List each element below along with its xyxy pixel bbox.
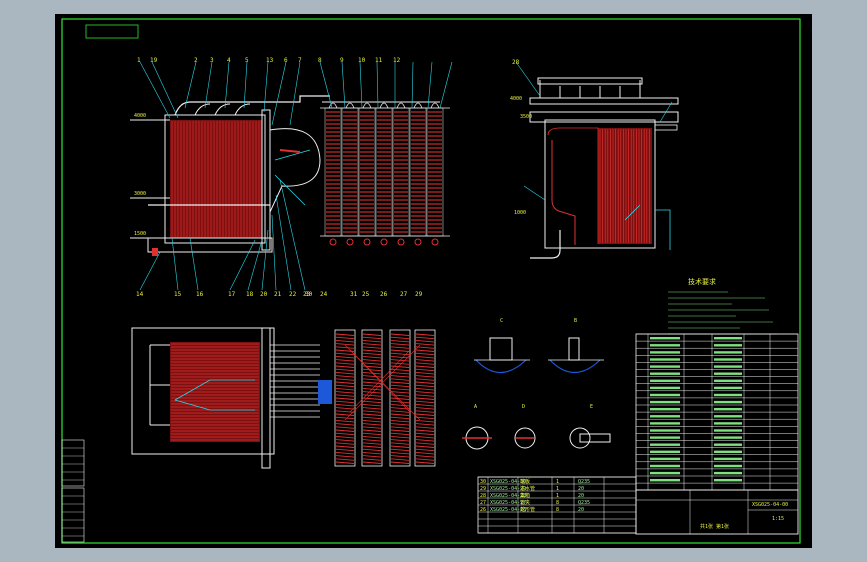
plan-frame: [131, 327, 275, 455]
parts-row-qty: 1: [556, 479, 559, 485]
parts-row-code: XSG025-04-29: [490, 486, 526, 492]
parts-row-mat: 20: [578, 493, 584, 499]
parts-row-no: 30: [480, 479, 486, 485]
svg-text:1500: 1500: [134, 231, 146, 237]
callout-number: 13: [266, 57, 274, 64]
callout-number: 26: [380, 291, 388, 298]
section-label-b: B: [574, 318, 577, 324]
section-details: C B A D E: [462, 318, 611, 450]
title-block: XSG025-04-00 1:15 共1张 第1张: [635, 489, 799, 535]
callout-number: 19: [150, 57, 158, 64]
sheet-border: [61, 18, 801, 544]
scale-label: 1:15: [772, 516, 784, 522]
parts-row-code: XSG025-04-30: [490, 479, 526, 485]
drawing-code-box: [85, 24, 139, 39]
callout-number: 11: [375, 57, 383, 64]
callout-number: 5: [245, 57, 249, 64]
svg-text:1000: 1000: [514, 210, 526, 216]
notes-header: 技术要求: [688, 277, 716, 286]
parts-row-qty: 1: [556, 493, 559, 499]
parts-row-mat: 20: [578, 486, 584, 492]
callout-number: 3: [210, 57, 214, 64]
callout-number: 22: [289, 291, 297, 298]
parts-row-code: XSG025-04-28: [490, 493, 526, 499]
callout-number: 12: [393, 57, 401, 64]
parts-row-code: XSG025-04-26: [490, 507, 526, 513]
callout-number: 14: [136, 291, 144, 298]
parts-row-mat: Q235: [578, 479, 590, 485]
section-label-c: C: [500, 318, 503, 324]
callout-number: 17: [228, 291, 236, 298]
parts-row-no: 27: [480, 500, 486, 506]
parts-row-qty: 8: [556, 500, 559, 506]
parts-row-name: 管夹: [520, 499, 530, 506]
parts-row-name: 集箱: [520, 492, 530, 499]
parts-row-no: 29: [480, 486, 486, 492]
coil-elevation-view: [319, 61, 453, 246]
callout-number: 31: [350, 291, 358, 298]
callout-number: 28: [512, 59, 520, 66]
inlet-block: [318, 380, 332, 404]
callout-number: 2: [194, 57, 198, 64]
callout-number: 6: [284, 57, 288, 64]
serpentine-coil-view: [334, 329, 436, 467]
parts-list-table: [635, 333, 799, 491]
callout-number: 24: [320, 291, 328, 298]
parts-row-no: 28: [480, 493, 486, 499]
svg-text:4000: 4000: [510, 96, 522, 102]
callout-number: 25: [362, 291, 370, 298]
callout-number: 16: [196, 291, 204, 298]
callout-number: 15: [174, 291, 182, 298]
callout-number: 23: [303, 291, 311, 298]
callout-number: 21: [274, 291, 282, 298]
svg-text:4000: 4000: [134, 113, 146, 119]
callout-number: 30: [305, 291, 313, 298]
parts-row-name: 蛇形管: [520, 506, 535, 513]
section-label-d: D: [522, 404, 525, 410]
side-frame: [544, 119, 656, 249]
side-elevation-view: 4000 3500 1000: [510, 61, 679, 259]
parts-row-code: XSG025-04-27: [490, 500, 526, 506]
callout-number: 10: [358, 57, 366, 64]
plan-view: [131, 327, 332, 469]
svg-text:3000: 3000: [134, 191, 146, 197]
parts-row-no: 26: [480, 507, 486, 513]
drawing-number: XSG025-04-00: [752, 502, 788, 508]
sheet-label: 共1张 第1张: [700, 523, 729, 530]
parts-row-mat: 20: [578, 507, 584, 513]
callout-number: 4: [227, 57, 231, 64]
callout-number: 18: [246, 291, 254, 298]
callout-number: 29: [415, 291, 423, 298]
section-label-e: E: [590, 404, 593, 410]
parts-row-qty: 1: [556, 486, 559, 492]
section-label-a: A: [474, 404, 477, 410]
callout-number: 27: [400, 291, 408, 298]
callout-number: 9: [340, 57, 344, 64]
left-margin-blocks: [61, 439, 85, 543]
parts-row-name: 进水管: [520, 485, 535, 492]
callout-number: 1: [137, 57, 141, 64]
tube-bundle-side: [598, 128, 652, 244]
callout-number: 8: [318, 57, 322, 64]
drawing-sheet: [55, 14, 812, 548]
parts-row-qty: 8: [556, 507, 559, 513]
svg-text:3500: 3500: [520, 114, 532, 120]
callout-number: 7: [298, 57, 302, 64]
parts-row-mat: Q235: [578, 500, 590, 506]
front-elevation-view: 4000 3000 1500: [130, 61, 330, 291]
parts-row-name: 端板: [520, 478, 530, 485]
callout-number: 20: [260, 291, 268, 298]
